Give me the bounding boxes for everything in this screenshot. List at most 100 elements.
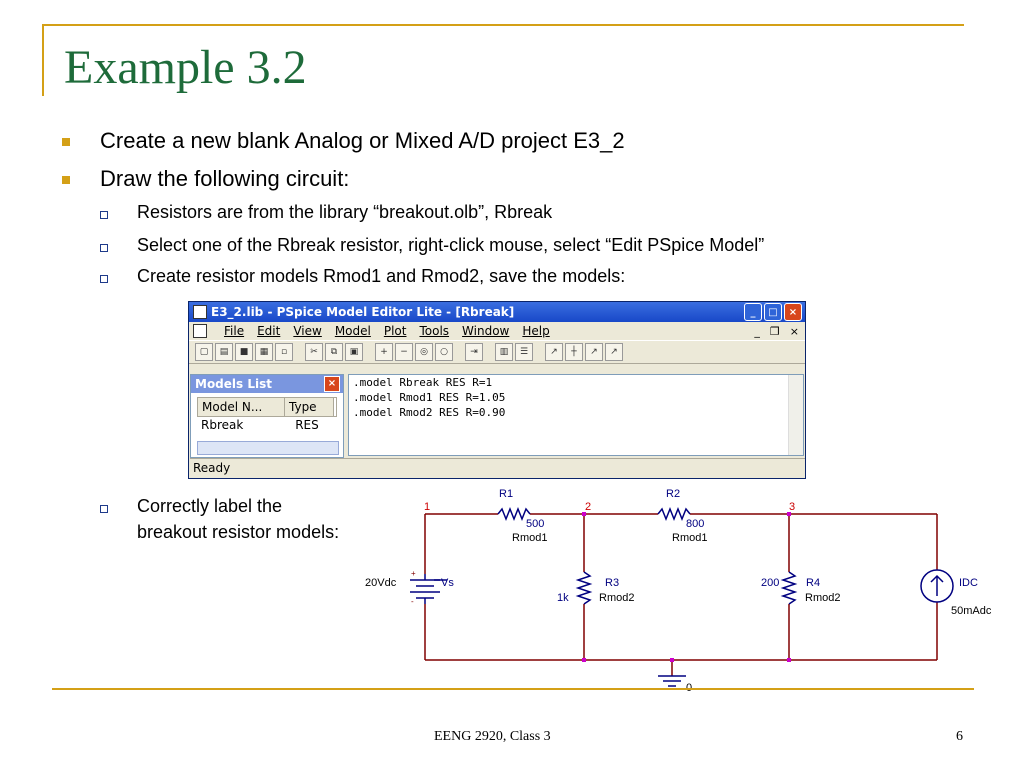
paste-icon[interactable]: ▣ bbox=[345, 343, 363, 361]
menu-edit[interactable]: Edit bbox=[257, 324, 281, 338]
column-header-type[interactable]: Type bbox=[285, 398, 334, 416]
plot3-icon[interactable]: ↗ bbox=[605, 343, 623, 361]
bullet-square-icon bbox=[62, 138, 70, 146]
model-type-cell: RES bbox=[295, 418, 319, 432]
r2-name: R2 bbox=[666, 488, 680, 500]
close-button[interactable]: × bbox=[784, 303, 802, 321]
editor-line-3: .model Rmod2 RES R=0.90 bbox=[353, 406, 506, 419]
subbullet-4-line1: Correctly label the bbox=[137, 496, 283, 516]
r1-model: Rmod1 bbox=[512, 532, 547, 544]
cut-icon[interactable]: ✂ bbox=[305, 343, 323, 361]
models-list-panel: Models List × Model N... Type Rbreak RES bbox=[190, 374, 344, 458]
r1-value: 500 bbox=[526, 518, 544, 530]
zoom-fit-icon[interactable]: ○ bbox=[435, 343, 453, 361]
vs-name: Vs bbox=[441, 577, 454, 589]
list-icon[interactable]: ☰ bbox=[515, 343, 533, 361]
r4-name: R4 bbox=[806, 577, 820, 589]
window-titlebar[interactable]: E3_2.lib - PSpice Model Editor Lite - [R… bbox=[189, 302, 805, 322]
column-header-name[interactable]: Model N... bbox=[198, 398, 285, 416]
r1-name: R1 bbox=[499, 488, 513, 500]
maximize-button[interactable]: □ bbox=[764, 303, 782, 321]
junction-dots bbox=[582, 512, 791, 662]
doc-icon bbox=[193, 324, 207, 338]
preview-icon[interactable]: ▫ bbox=[275, 343, 293, 361]
idc-value: 50mAdc bbox=[951, 605, 992, 617]
plot2-icon[interactable]: ↗ bbox=[585, 343, 603, 361]
menu-model[interactable]: Model bbox=[334, 324, 371, 338]
app-icon bbox=[193, 305, 207, 319]
extract-icon[interactable]: ⇥ bbox=[465, 343, 483, 361]
layout-icon[interactable]: ▥ bbox=[495, 343, 513, 361]
circuit-wires bbox=[424, 513, 938, 676]
save-icon[interactable]: ■ bbox=[235, 343, 253, 361]
window-title: E3_2.lib - PSpice Model Editor Lite - [R… bbox=[211, 305, 515, 319]
r4-model: Rmod2 bbox=[805, 592, 840, 604]
hollow-square-icon bbox=[100, 505, 108, 513]
new-icon[interactable]: ▢ bbox=[195, 343, 213, 361]
doc-close-icon[interactable]: × bbox=[789, 324, 799, 338]
r3-model: Rmod2 bbox=[599, 592, 634, 604]
r3-name: R3 bbox=[605, 577, 619, 589]
status-text: Ready bbox=[193, 461, 231, 475]
menu-help[interactable]: Help bbox=[522, 324, 550, 338]
node-label-3: 3 bbox=[789, 501, 795, 513]
status-bar: Ready bbox=[190, 458, 805, 477]
models-list-title: Models List bbox=[195, 377, 272, 391]
editor-line-1: .model Rbreak RES R=1 bbox=[353, 376, 493, 389]
ground-symbol bbox=[658, 675, 686, 687]
menubar: File Edit View Model Plot Tools Window H… bbox=[189, 322, 805, 340]
menu-tools[interactable]: Tools bbox=[419, 324, 450, 338]
hollow-square-icon bbox=[100, 275, 108, 283]
model-row[interactable]: Rbreak RES bbox=[197, 417, 337, 433]
r1-resistor-symbol bbox=[497, 506, 531, 522]
models-list-header: Models List × bbox=[191, 375, 343, 393]
subbullet-3-text: Create resistor models Rmod1 and Rmod2, … bbox=[137, 266, 626, 286]
r4-resistor-symbol bbox=[780, 571, 798, 605]
node-label-1: 1 bbox=[424, 501, 430, 513]
subbullet-1-text: Resistors are from the library “breakout… bbox=[137, 202, 553, 222]
footer-course: EENG 2920, Class 3 bbox=[434, 729, 551, 744]
model-text-editor[interactable]: .model Rbreak RES R=1 .model Rmod1 RES R… bbox=[348, 374, 804, 456]
r2-model: Rmod1 bbox=[672, 532, 707, 544]
zoom-area-icon[interactable]: ◎ bbox=[415, 343, 433, 361]
models-list-columns: Model N... Type bbox=[197, 397, 337, 417]
menu-file[interactable]: File bbox=[224, 324, 245, 338]
model-name-cell: Rbreak bbox=[201, 418, 244, 432]
hollow-square-icon bbox=[100, 211, 108, 219]
menu-plot[interactable]: Plot bbox=[383, 324, 407, 338]
page-number: 6 bbox=[956, 729, 963, 744]
menu-window[interactable]: Window bbox=[462, 324, 510, 338]
bullet-square-icon bbox=[62, 176, 70, 184]
hollow-square-icon bbox=[100, 244, 108, 252]
vs-minus-sign: - bbox=[411, 597, 414, 606]
vertical-scrollbar[interactable] bbox=[788, 375, 803, 455]
r2-value: 800 bbox=[686, 518, 704, 530]
zoom-out-icon[interactable]: − bbox=[395, 343, 413, 361]
idc-name: IDC bbox=[959, 577, 978, 589]
subbullet-4-line2: breakout resistor models: bbox=[137, 522, 340, 542]
bullet-1-text: Create a new blank Analog or Mixed A/D p… bbox=[100, 128, 625, 153]
doc-restore-icon[interactable]: ❐ bbox=[769, 324, 780, 338]
copy-icon[interactable]: ⧉ bbox=[325, 343, 343, 361]
open-icon[interactable]: ▤ bbox=[215, 343, 233, 361]
cursor-icon[interactable]: ┼ bbox=[565, 343, 583, 361]
minimize-button[interactable]: _ bbox=[744, 303, 762, 321]
horizontal-scrollbar[interactable] bbox=[197, 441, 339, 455]
r3-resistor-symbol bbox=[575, 571, 593, 605]
bottom-rule bbox=[52, 688, 974, 690]
plot-icon[interactable]: ↗ bbox=[545, 343, 563, 361]
pspice-model-editor-window: E3_2.lib - PSpice Model Editor Lite - [R… bbox=[188, 301, 806, 479]
toolbar: ▢ ▤ ■ ▦ ▫ ✂ ⧉ ▣ + − ◎ ○ ⇥ ▥ ☰ ↗ ┼ ↗ ↗ bbox=[189, 340, 805, 364]
r4-value: 200 bbox=[761, 577, 779, 589]
r3-value: 1k bbox=[557, 592, 569, 604]
vs-value: 20Vdc bbox=[365, 577, 397, 589]
models-list-close-icon[interactable]: × bbox=[324, 376, 340, 392]
vs-plus-sign: + bbox=[411, 569, 416, 578]
menu-view[interactable]: View bbox=[293, 324, 322, 338]
current-source-symbol bbox=[920, 569, 954, 603]
r2-resistor-symbol bbox=[657, 506, 691, 522]
zoom-in-icon[interactable]: + bbox=[375, 343, 393, 361]
print-icon[interactable]: ▦ bbox=[255, 343, 273, 361]
doc-minimize-icon[interactable]: _ bbox=[754, 324, 760, 338]
